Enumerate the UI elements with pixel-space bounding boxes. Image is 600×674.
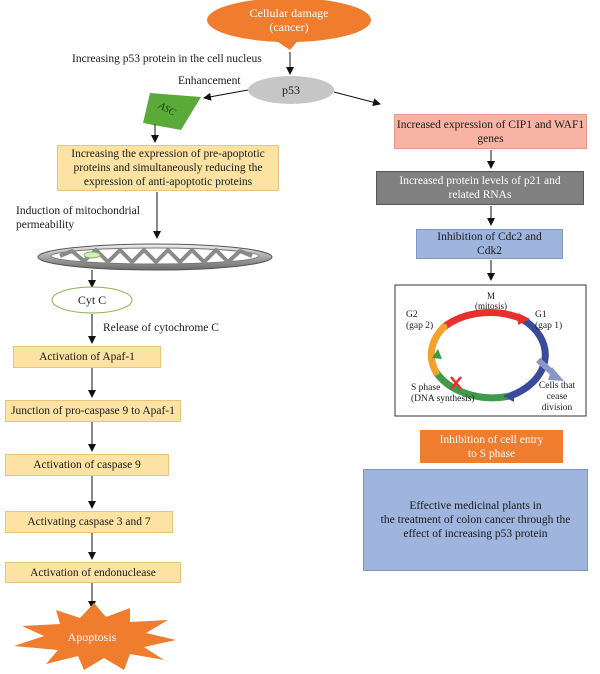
apoptosis-burst — [14, 603, 176, 670]
cycle-g2-label: G2 (gap 2) — [406, 310, 434, 331]
cell-cycle-diagram — [394, 284, 587, 417]
pre-apoptotic-box: Increasing the expression of pre-apoptot… — [57, 145, 279, 191]
apoptosis-label: Apoptosis — [67, 630, 117, 644]
p53-node — [248, 76, 334, 104]
cycle-g1-label: G1 (gap 1) — [535, 310, 563, 331]
release-cyt-c-label: Release of cytochrome C — [103, 322, 219, 334]
cellular-damage-callout — [207, 0, 371, 50]
inhibition-s-phase-box: Inhibition of cell entry to S phase — [420, 430, 563, 463]
cycle-g2-arc — [427, 323, 448, 376]
cycle-s-label: S phase (DNA synthesis) — [411, 383, 475, 404]
caspase37-box: Activating caspase 3 and 7 — [5, 511, 173, 533]
increasing-p53-label: Increasing p53 protein in the cell nucle… — [72, 53, 262, 65]
mitochondrion-illustration — [37, 243, 273, 271]
p53-label: p53 — [282, 83, 300, 97]
apaf1-box: Activation of Apaf-1 — [13, 346, 161, 368]
endonuclease-box: Activation of endonuclease — [5, 562, 181, 583]
cease-division-label: Cells that cease division — [538, 381, 576, 413]
arrow-p53-to-cip1 — [333, 91, 381, 107]
enhancement-label: Enhancement — [178, 75, 241, 87]
cycle-block-mark — [450, 376, 462, 390]
cellular-damage-label: Cellular damage (cancer) — [249, 6, 329, 34]
asc-node — [143, 93, 201, 130]
caspase9-box: Activation of caspase 9 — [5, 454, 169, 476]
cdc2-cdk2-box: Inhibition of Cdc2 and Cdk2 — [416, 229, 563, 259]
cyt-c-label: Cyt C — [77, 293, 107, 307]
cycle-m-arc — [440, 309, 526, 331]
cycle-s-arc — [432, 368, 514, 402]
mito-permeability-label: Induction of mitochondrial permeability — [16, 205, 140, 231]
p21-box: Increased protein levels of p21 and rela… — [376, 171, 584, 205]
medicinal-plants-box: Effective medicinal plants in the treatm… — [363, 469, 588, 571]
cip1-waf1-box: Increased expression of CIP1 and WAF1 ge… — [394, 114, 587, 149]
cycle-g1-arc — [506, 315, 549, 400]
cycle-m-label: M (mitosis) — [474, 291, 507, 311]
junction-box: Junction of pro-caspase 9 to Apaf-1 — [5, 400, 181, 422]
cyt-c-node — [51, 286, 133, 314]
arrow-p53-to-asc — [203, 89, 249, 101]
